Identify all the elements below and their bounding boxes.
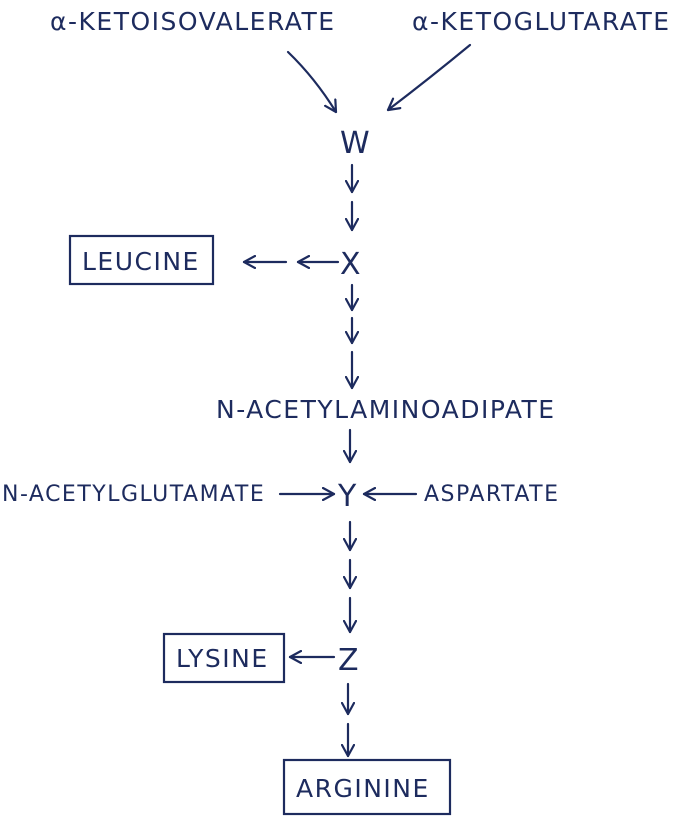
node-n-acetylaminoadipate: N-ACETYLAMINOADIPATE	[216, 395, 556, 424]
label-alpha-ketoglutarate: α-KETOGLUTARATE	[412, 7, 671, 36]
product-leucine: LEUCINE	[82, 247, 200, 276]
arrow-ketoglutarate-to-w	[386, 43, 472, 112]
arginine-box	[282, 758, 452, 816]
product-lysine: LYSINE	[176, 644, 269, 673]
node-x: X	[340, 247, 362, 282]
label-alpha-ketoisovalerate: α-KETOISOVALERATE	[50, 7, 336, 36]
node-w: W	[340, 126, 371, 161]
input-aspartate: ASPARTATE	[424, 482, 560, 507]
node-y: Y	[337, 479, 358, 514]
input-n-acetylglutamate: N-ACETYLGLUTAMATE	[2, 482, 265, 507]
arrow-ketoisovalerate-to-w	[286, 50, 338, 114]
leucine-box	[68, 234, 215, 286]
lysine-box	[162, 632, 286, 684]
product-arginine: ARGININE	[296, 774, 430, 803]
node-z: Z	[338, 643, 360, 678]
